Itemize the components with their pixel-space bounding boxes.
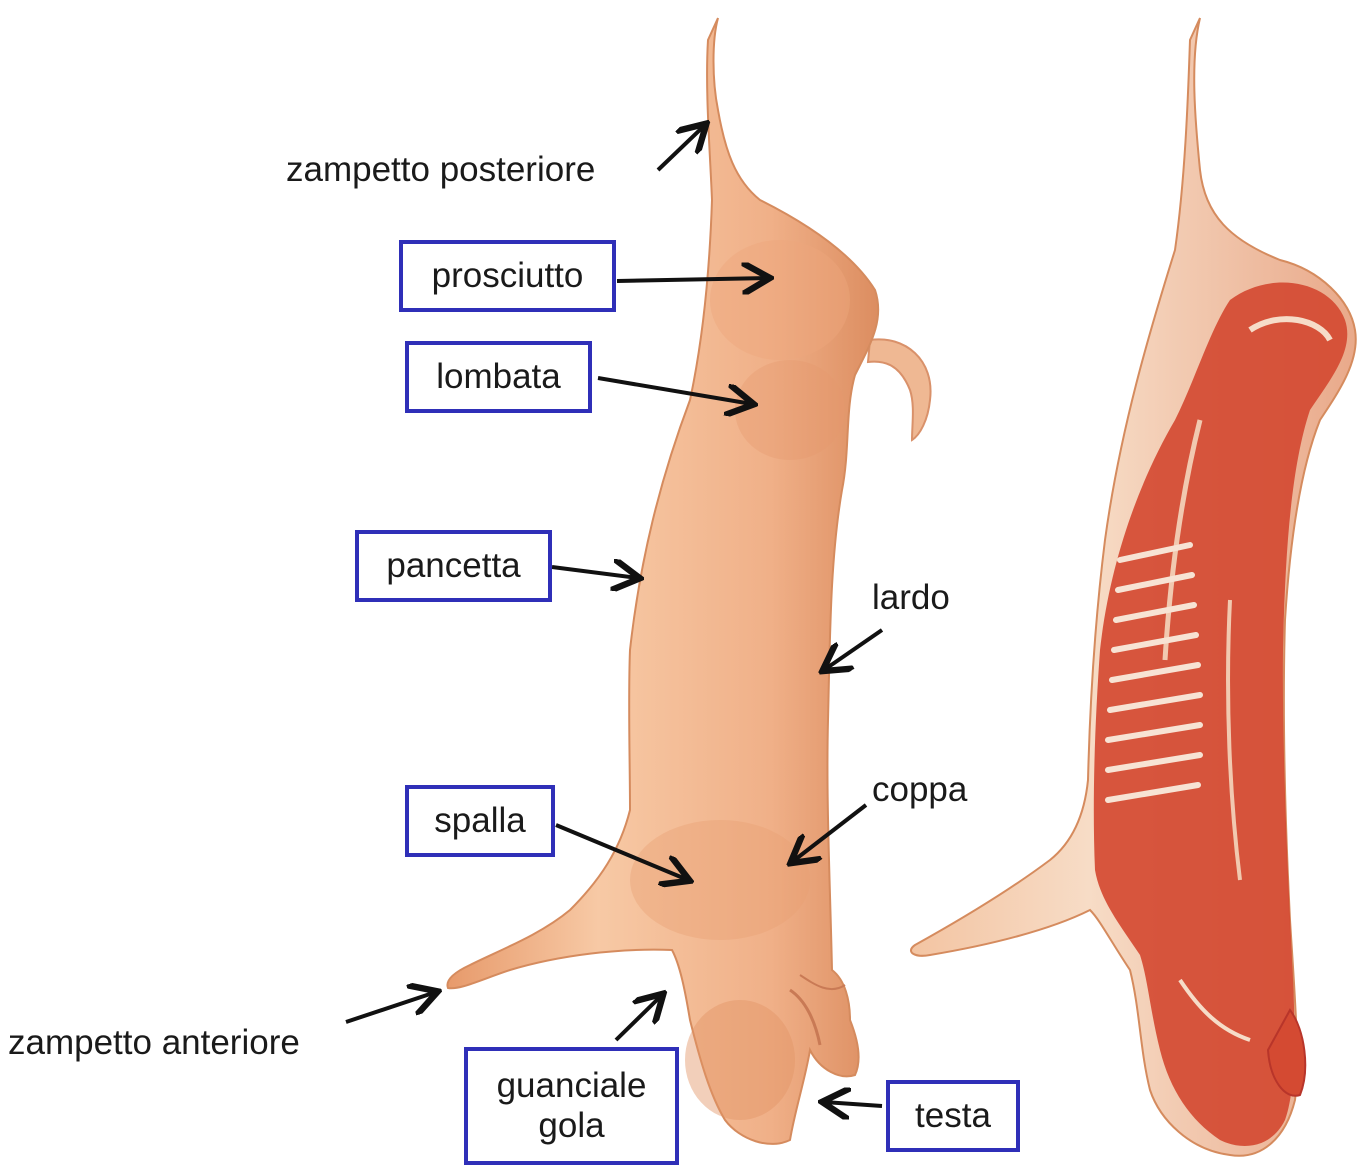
label-zampetto-posteriore: zampetto posteriore xyxy=(286,150,595,190)
label-zampetto-anteriore: zampetto anteriore xyxy=(8,1023,300,1063)
arrow-zampetto-anteriore xyxy=(346,992,436,1022)
label-lardo: lardo xyxy=(872,578,950,618)
label-box-prosciutto: prosciutto xyxy=(399,240,616,312)
label-lombata: lombata xyxy=(436,357,561,397)
label-pancetta: pancetta xyxy=(386,546,520,586)
label-gola: gola xyxy=(538,1106,604,1146)
arrow-testa xyxy=(824,1102,882,1106)
label-coppa: coppa xyxy=(872,770,967,810)
label-box-pancetta: pancetta xyxy=(355,530,552,602)
arrow-guanciale-gola xyxy=(616,995,662,1040)
label-box-guanciale-gola: guanciale gola xyxy=(464,1047,679,1165)
label-prosciutto: prosciutto xyxy=(432,256,584,296)
arrow-zampetto-posteriore xyxy=(658,125,705,170)
arrow-pancetta xyxy=(552,567,638,578)
arrow-lardo xyxy=(824,630,882,670)
label-spalla: spalla xyxy=(434,801,525,841)
label-guanciale: guanciale xyxy=(497,1066,647,1106)
label-box-spalla: spalla xyxy=(405,785,555,857)
label-box-testa: testa xyxy=(886,1080,1020,1152)
label-testa: testa xyxy=(915,1096,991,1136)
right-carcass-cut-side xyxy=(911,18,1356,1156)
tail xyxy=(868,339,931,440)
label-box-lombata: lombata xyxy=(405,341,592,413)
